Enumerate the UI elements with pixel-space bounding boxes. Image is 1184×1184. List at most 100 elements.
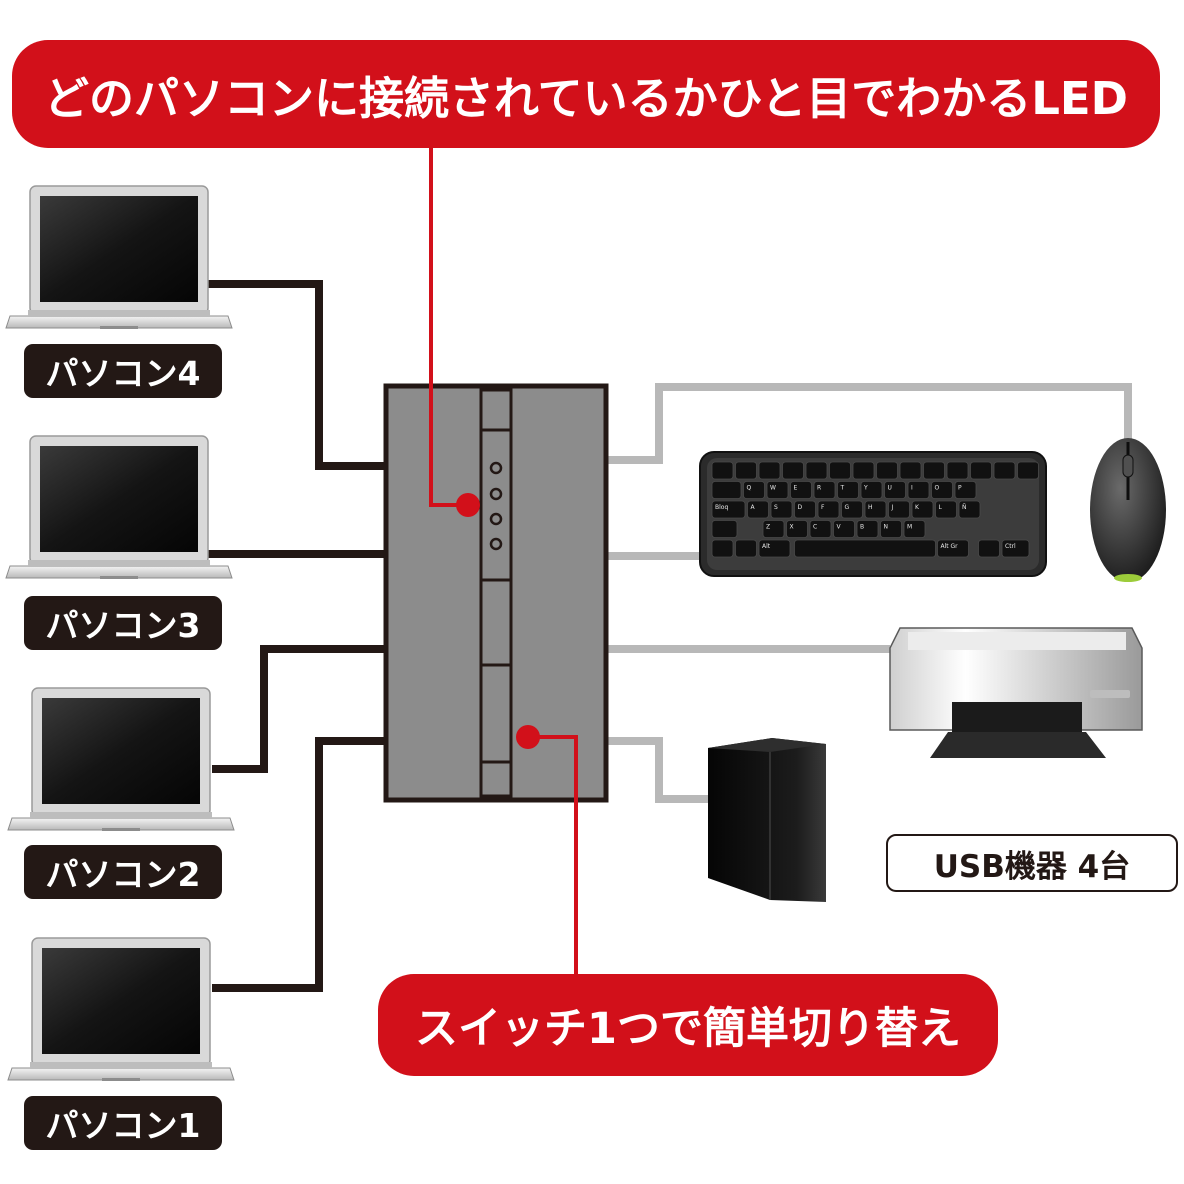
key-row2-3-label: F (821, 504, 825, 511)
key-y (860, 481, 883, 499)
key-alt-label: Alt (762, 543, 771, 550)
key-o-label: O (935, 485, 940, 492)
key-u (884, 481, 906, 499)
key-row2-1-label: S (774, 504, 778, 511)
key-row2-2 (794, 500, 816, 519)
usb-devices-label: USB機器 4台 (886, 834, 1178, 892)
key-i-label: I (911, 485, 913, 492)
key-row2-5 (864, 500, 887, 519)
laptop-1 (7, 937, 235, 1081)
key-row2-9-label: Ñ (962, 504, 967, 511)
key-altgr-label: Alt Gr (941, 543, 959, 550)
key-b-label: B (860, 524, 864, 531)
key-row0-8 (899, 461, 922, 480)
key-row2-6 (888, 500, 910, 519)
pointer-dot-led (456, 493, 480, 517)
key-altgr (937, 539, 969, 558)
pointer-led (429, 140, 468, 507)
pc-cables (206, 280, 386, 992)
key-n-label: N (884, 524, 889, 531)
led-indicator-3 (489, 512, 503, 526)
key-i (907, 481, 930, 499)
cable-drive (606, 737, 710, 803)
key-t (837, 481, 859, 499)
key-row0-12 (993, 461, 1016, 480)
key-o (931, 481, 953, 499)
mouse-wheel (1122, 454, 1134, 478)
key-row0-2 (758, 461, 781, 480)
key-ctrl-label: Ctrl (1005, 543, 1016, 550)
key-row0-11 (970, 461, 992, 480)
key-v (833, 520, 855, 538)
key-row0-3 (782, 461, 804, 480)
key-row2-7-label: K (915, 504, 920, 511)
key-alt (758, 539, 791, 558)
led-indicator-1 (489, 461, 503, 475)
red-pointers (429, 140, 578, 976)
key-row0-13 (1017, 461, 1039, 480)
pc-label-4: パソコン4 (24, 344, 222, 398)
usb-cables (606, 383, 1132, 803)
pc-label-3: パソコン3 (24, 596, 222, 650)
cable-pc4 (206, 280, 386, 470)
led-callout: どのパソコンに接続されているかひと目でわかるLED (12, 40, 1160, 148)
key-bottom-0 (711, 539, 734, 558)
laptop-2 (7, 687, 235, 831)
key-row0-5 (829, 461, 851, 480)
key-w (766, 481, 789, 499)
key-row0-6 (852, 461, 875, 480)
key-p-label: P (958, 485, 962, 492)
key-row2-8-label: L (939, 504, 943, 511)
key-p (954, 481, 977, 499)
key-bottom-1 (735, 539, 757, 558)
switch-center-strip (479, 388, 513, 798)
key-w-label: W (770, 485, 776, 492)
led-indicator-4 (489, 537, 503, 551)
key-z (762, 520, 785, 538)
key-bloq (711, 500, 746, 519)
key-tab (711, 481, 742, 499)
key-n (880, 520, 902, 538)
led-indicator-2 (489, 487, 503, 501)
key-u-label: U (888, 485, 892, 492)
pc-label-1: パソコン1 (24, 1096, 222, 1150)
laptop-3 (5, 435, 233, 579)
kvm-switch (383, 383, 609, 803)
key-x (786, 520, 808, 538)
key-c-label: C (813, 524, 817, 531)
key-t-label: T (840, 485, 845, 492)
key-row2-0 (747, 500, 769, 519)
key-row2-6-label: J (891, 504, 894, 511)
key-q-label: Q (747, 485, 752, 492)
key-c (809, 520, 832, 538)
key-row0-1 (735, 461, 757, 480)
laptop-4 (5, 185, 233, 329)
key-row2-3 (817, 500, 840, 519)
key-row2-1 (770, 500, 793, 519)
key-row2-8 (935, 500, 957, 519)
key-bloq-label: Bloq (715, 504, 728, 511)
key-row0-10 (946, 461, 969, 480)
switch-callout: スイッチ1つで簡単切り替え (378, 974, 998, 1076)
key-space (794, 539, 936, 558)
key-row0-0 (711, 461, 734, 480)
key-row2-9 (958, 500, 981, 519)
key-row2-0-label: A (751, 504, 756, 511)
key-shift-left (711, 520, 738, 538)
key-v-label: V (837, 524, 842, 531)
key-row2-4 (841, 500, 863, 519)
key-ctrl (1001, 539, 1030, 558)
key-row0-9 (923, 461, 945, 480)
key-m (903, 520, 926, 538)
key-e-label: E (794, 485, 798, 492)
key-m-label: M (907, 524, 912, 531)
key-q (743, 481, 765, 499)
mouse (1090, 438, 1166, 582)
key-row2-4-label: G (845, 504, 850, 511)
key-row0-4 (805, 461, 828, 480)
printer (889, 627, 1143, 758)
pointer-dot-switch (516, 725, 540, 749)
